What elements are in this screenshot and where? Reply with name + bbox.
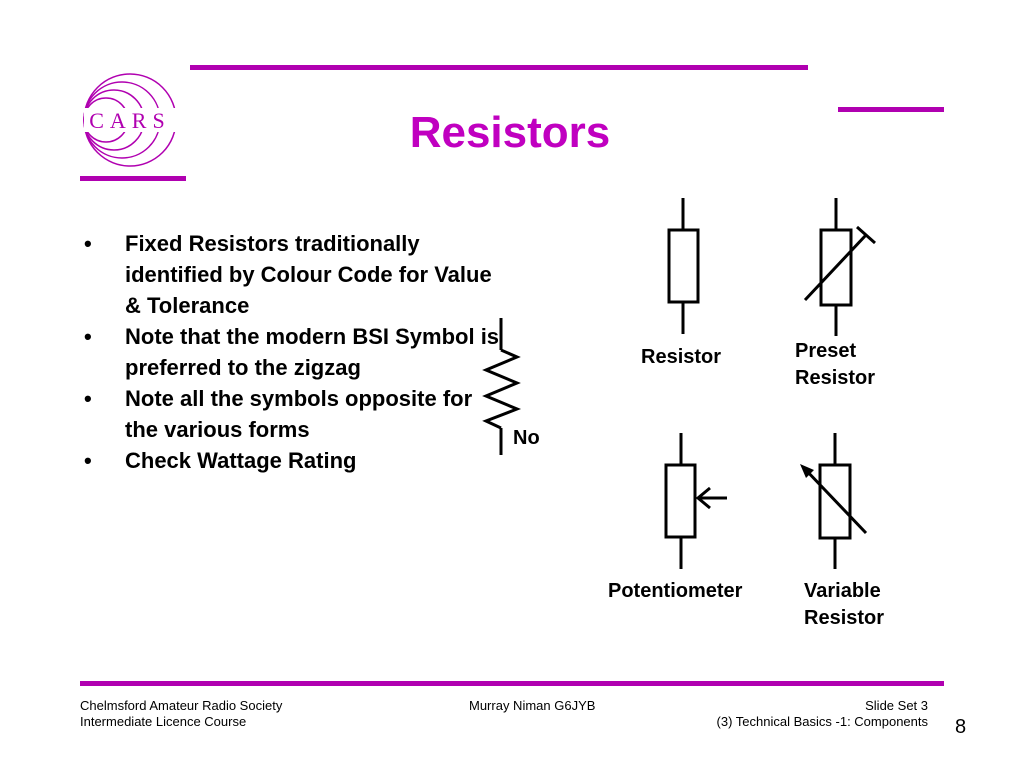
resistor-label: Resistor — [641, 346, 722, 368]
variable-label-line-1: Variable — [804, 580, 881, 602]
logo-text: CARS — [89, 108, 170, 133]
top-right-rule — [838, 107, 944, 112]
zigzag-label: No — [513, 427, 540, 449]
footer-left: Chelmsford Amateur Radio Society Interme… — [80, 698, 282, 730]
bullet-text: Check Wattage Rating — [125, 448, 357, 473]
bullet-glyph: • — [84, 231, 92, 256]
bullet-glyph: • — [84, 448, 92, 473]
footer-society: Chelmsford Amateur Radio Society — [80, 698, 283, 713]
footer-section: (3) Technical Basics -1: Components — [716, 714, 928, 729]
preset-resistor-symbol — [803, 198, 876, 336]
footer-author: Murray Niman G6JYB — [469, 698, 596, 713]
bullet-glyph: • — [84, 324, 92, 349]
footer-rule — [80, 681, 944, 686]
preset-label-line-1: Preset — [795, 340, 857, 362]
variable-label: Variable Resistor — [804, 578, 884, 632]
logo-underline — [80, 176, 186, 181]
footer-course: Intermediate Licence Course — [80, 714, 247, 729]
potentiometer-label: Potentiometer — [608, 580, 743, 602]
slide-title: Resistors — [409, 108, 611, 157]
zigzag-resistor-symbol — [482, 318, 522, 455]
bullet-glyph: • — [84, 386, 92, 411]
footer-right: Slide Set 3 (3) Technical Basics -1: Com… — [600, 698, 928, 730]
potentiometer-symbol — [664, 433, 727, 569]
bullet-item: • Note all the symbols opposite for the … — [84, 383, 504, 445]
bullet-item: • Fixed Resistors traditionally identifi… — [84, 228, 504, 321]
bullet-item: • Check Wattage Rating — [84, 445, 504, 476]
bullet-text: Fixed Resistors traditionally identified… — [125, 231, 492, 318]
top-rule — [190, 65, 808, 70]
variable-resistor-symbol — [802, 433, 868, 569]
page-number: 8 — [955, 716, 967, 738]
bullet-item: • Note that the modern BSI Symbol is pre… — [84, 321, 504, 383]
variable-label-line-2: Resistor — [804, 607, 885, 629]
fixed-resistor-symbol — [667, 198, 700, 334]
preset-label: Preset Resistor — [795, 338, 875, 392]
cars-logo: CARS — [70, 60, 190, 180]
footer-slide-set: Slide Set 3 — [865, 698, 928, 713]
bullet-text: Note all the symbols opposite for the va… — [125, 386, 473, 442]
bullet-list: • Fixed Resistors traditionally identifi… — [84, 228, 504, 476]
variable-arrow-head — [800, 464, 814, 478]
bullet-text: Note that the modern BSI Symbol is prefe… — [125, 324, 500, 380]
preset-label-line-2: Resistor — [795, 367, 876, 389]
